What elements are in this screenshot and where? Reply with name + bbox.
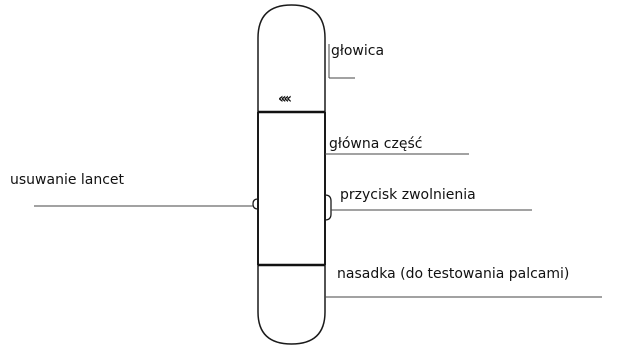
device-cap-outline — [257, 265, 326, 345]
head-label: głowica — [331, 43, 385, 59]
device-outline — [257, 4, 326, 112]
main-body-label: główna część — [329, 136, 423, 152]
lancet-removal-label: usuwanie lancet — [10, 172, 125, 188]
lancet-removal-notch — [252, 198, 259, 210]
release-button-shape — [324, 194, 332, 221]
release-button-label: przycisk zwolnienia — [340, 187, 476, 203]
cap-label: nasadka (do testowania palcami) — [337, 266, 570, 282]
arrow-marker-icon: ‹‹‹‹ — [278, 91, 292, 107]
